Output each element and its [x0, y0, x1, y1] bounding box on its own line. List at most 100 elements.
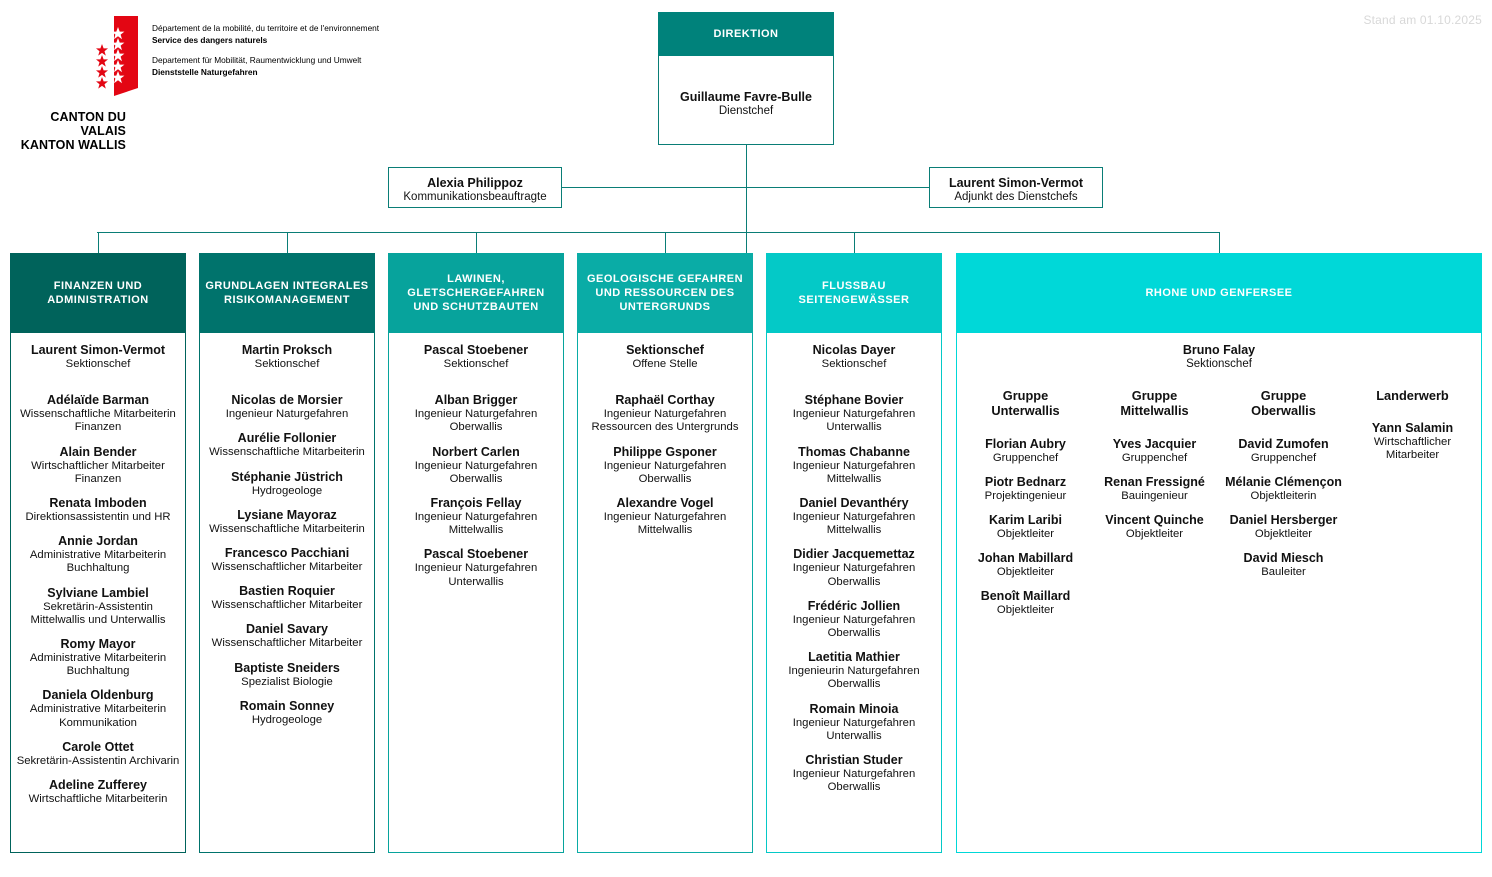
status-date: Stand am 01.10.2025: [1363, 13, 1482, 27]
group-title-line: Landerwerb: [1376, 387, 1449, 403]
group-title-line: Mittelwallis: [1120, 403, 1189, 418]
person-role: Ingenieur Naturgefahren: [225, 408, 349, 421]
connector-direktion-down: [746, 145, 747, 253]
person-role: Oberwallis: [449, 472, 503, 485]
person-role: Ingenieurin Naturgefahren: [788, 665, 920, 678]
person-name: David Zumofen: [1238, 436, 1329, 451]
column-header-line: ADMINISTRATION: [47, 294, 149, 306]
kommunikation-name: Alexia Philippoz: [427, 176, 523, 190]
person-role: Oberwallis: [827, 575, 881, 588]
person-name: Lysiane Mayoraz: [237, 507, 337, 522]
valais-coat-of-arms-icon: [96, 16, 138, 96]
person-role: Wirtschaftliche Mitarbeiterin: [28, 793, 168, 806]
column-header-line: GLETSCHERGEFAHREN: [407, 287, 545, 299]
node-kommunikation: Alexia Philippoz Kommunikationsbeauftrag…: [388, 167, 562, 208]
person-role: Gruppenchef: [1121, 451, 1188, 464]
person-role: Ingenieur Naturgefahren: [603, 408, 727, 421]
person-name: David Miesch: [1243, 551, 1324, 566]
person-role: Ingenieur Naturgefahren: [414, 459, 538, 472]
person-role: Ingenieur Naturgefahren: [603, 511, 727, 524]
direktion-header: DIREKTION: [658, 12, 834, 56]
person-role: Oberwallis: [638, 472, 692, 485]
person-name: Benoît Maillard: [980, 589, 1071, 604]
dept-fr-line1: Département de la mobilité, du territoir…: [152, 23, 380, 33]
person-name: Alain Bender: [59, 444, 137, 459]
person-role: Ingenieur Naturgefahren: [414, 511, 538, 524]
column-header-line: LAWINEN,: [447, 273, 505, 285]
person-name: Daniela Oldenburg: [42, 688, 154, 703]
direktion-name: Guillaume Favre-Bulle: [680, 90, 812, 104]
department-titles: Département de la mobilité, du territoir…: [152, 23, 442, 87]
group-title: Landerwerb: [1348, 388, 1477, 404]
person-name: Romain Minoia: [809, 701, 899, 716]
person-role: Ingenieur Naturgefahren: [792, 408, 916, 421]
person-name: Annie Jordan: [58, 534, 138, 549]
group-title-line: Oberwallis: [1251, 403, 1316, 418]
person-role: Oberwallis: [827, 678, 881, 691]
person-role: Wissenschaftliche Mitarbeiterin: [20, 408, 176, 421]
person-role: Gruppenchef: [992, 451, 1059, 464]
person-role: Ingenieur Naturgefahren: [792, 459, 916, 472]
person-role: Mittelwallis: [637, 524, 693, 537]
canton-name-fr: CANTON DU VALAIS: [50, 110, 126, 138]
person-name: Karim Laribi: [989, 512, 1062, 527]
person-name: Pascal Stoebener: [423, 547, 529, 562]
person-role: Administrative Mitarbeiterin: [29, 549, 167, 562]
person-role: Unterwallis: [448, 575, 504, 588]
person-role: Sektionschef: [443, 358, 509, 370]
person-name: Stéphanie Jüstrich: [231, 469, 343, 484]
person-role: Ingenieur Naturgefahren: [414, 562, 538, 575]
person-role: Hydrogeologe: [251, 713, 323, 726]
person-name: Carole Ottet: [62, 739, 134, 754]
person-role: Ingenieur Naturgefahren: [792, 716, 916, 729]
direktion-role: Dienstchef: [718, 105, 774, 117]
person-role: Mitarbeiter: [1385, 449, 1440, 462]
person-role: Offene Stelle: [632, 358, 698, 370]
person-role: Sektionschef: [254, 358, 320, 370]
person-name: Daniel Hersberger: [1229, 512, 1338, 527]
connector-column-2: [476, 232, 477, 253]
person-name: Baptiste Sneiders: [234, 660, 340, 675]
person-name: Renan Fressigné: [1104, 474, 1205, 489]
person-name: Norbert Carlen: [432, 444, 520, 459]
person-role: Objektleiter: [1254, 527, 1313, 540]
person-name: Daniel Savary: [246, 622, 328, 637]
person-role: Oberwallis: [827, 781, 881, 794]
dept-fr-line2: Service des dangers naturels: [152, 34, 268, 45]
connector-columns-bus: [97, 232, 1220, 233]
person-name: Laurent Simon-Vermot: [30, 343, 166, 357]
column-header-line: UND RESSOURCEN DES: [595, 287, 735, 299]
person-name: Philippe Gsponer: [613, 444, 717, 459]
person-role: Mittelwallis und Unterwallis: [30, 613, 166, 626]
person-role: Buchhaltung: [66, 665, 130, 678]
